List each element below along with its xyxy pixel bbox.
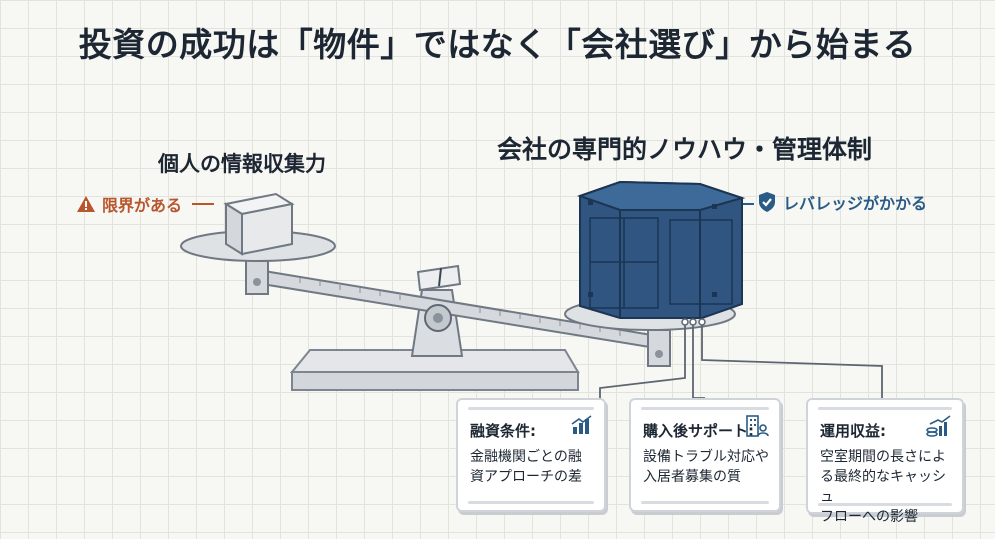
card-line: 入居者募集の質 — [643, 469, 741, 485]
gauge-needle — [438, 267, 442, 287]
card-returns: 運用収益: 空室期間の長さによ る最終的なキャッシュ フローへの影響 — [806, 398, 964, 525]
right-post — [647, 329, 671, 367]
card-heading: 購入後サポート: — [643, 422, 754, 440]
coin-growth-icon — [926, 415, 951, 437]
card-support: 購入後サポート: 設備トラブル対応や 入居者募集の質 — [629, 398, 781, 512]
card-line: 金融機関ごとの融 — [470, 449, 582, 465]
card-line: 設備トラブル対応や — [643, 449, 769, 465]
beam-ticks — [299, 278, 621, 336]
left-post — [245, 257, 269, 295]
left-pan-label: 個人の情報収集力 — [158, 152, 326, 176]
warning-icon — [77, 196, 95, 212]
scale-base-front — [291, 371, 579, 391]
card-bottom-bar — [468, 501, 594, 504]
card-line: る最終的なキャッシュ — [820, 469, 946, 505]
warning-leader-line — [192, 203, 215, 205]
card-heading: 融資条件: — [470, 422, 536, 440]
card-bottom-bar — [818, 503, 952, 506]
card-bottom-bar — [641, 501, 769, 504]
page-title: 投資の成功は「物件」ではなく「会社選び」から始まる — [78, 25, 917, 64]
card-body: 金融機関ごとの融 資アプローチの差 — [470, 447, 594, 487]
leverage-callout: レバレッジがかかる — [757, 190, 927, 214]
warning-text: 限界がある — [102, 196, 183, 215]
right-pan-label: 会社の専門的ノウハウ・管理体制 — [497, 135, 873, 164]
card-financing: 融資条件: 金融機関ごとの融 資アプローチの差 — [456, 398, 606, 512]
pivot-inner — [433, 313, 443, 323]
card-heading: 運用収益: — [820, 422, 886, 440]
leverage-text: レバレッジがかかる — [783, 194, 928, 213]
card-line: フローへの影響 — [820, 509, 918, 525]
building-person-icon — [746, 415, 769, 437]
card-body: 設備トラブル対応や 入居者募集の質 — [643, 447, 769, 487]
growth-chart-icon — [571, 415, 592, 434]
warning-callout: 限界がある — [76, 192, 215, 216]
card-top-bar — [641, 407, 769, 410]
shield-check-icon — [759, 192, 775, 212]
card-line: 空室期間の長さによ — [820, 449, 946, 465]
card-line: 資アプローチの差 — [470, 469, 582, 485]
card-top-bar — [468, 407, 594, 410]
card-top-bar — [818, 407, 952, 410]
card-body: 空室期間の長さによ る最終的なキャッシュ フローへの影響 — [820, 447, 952, 527]
